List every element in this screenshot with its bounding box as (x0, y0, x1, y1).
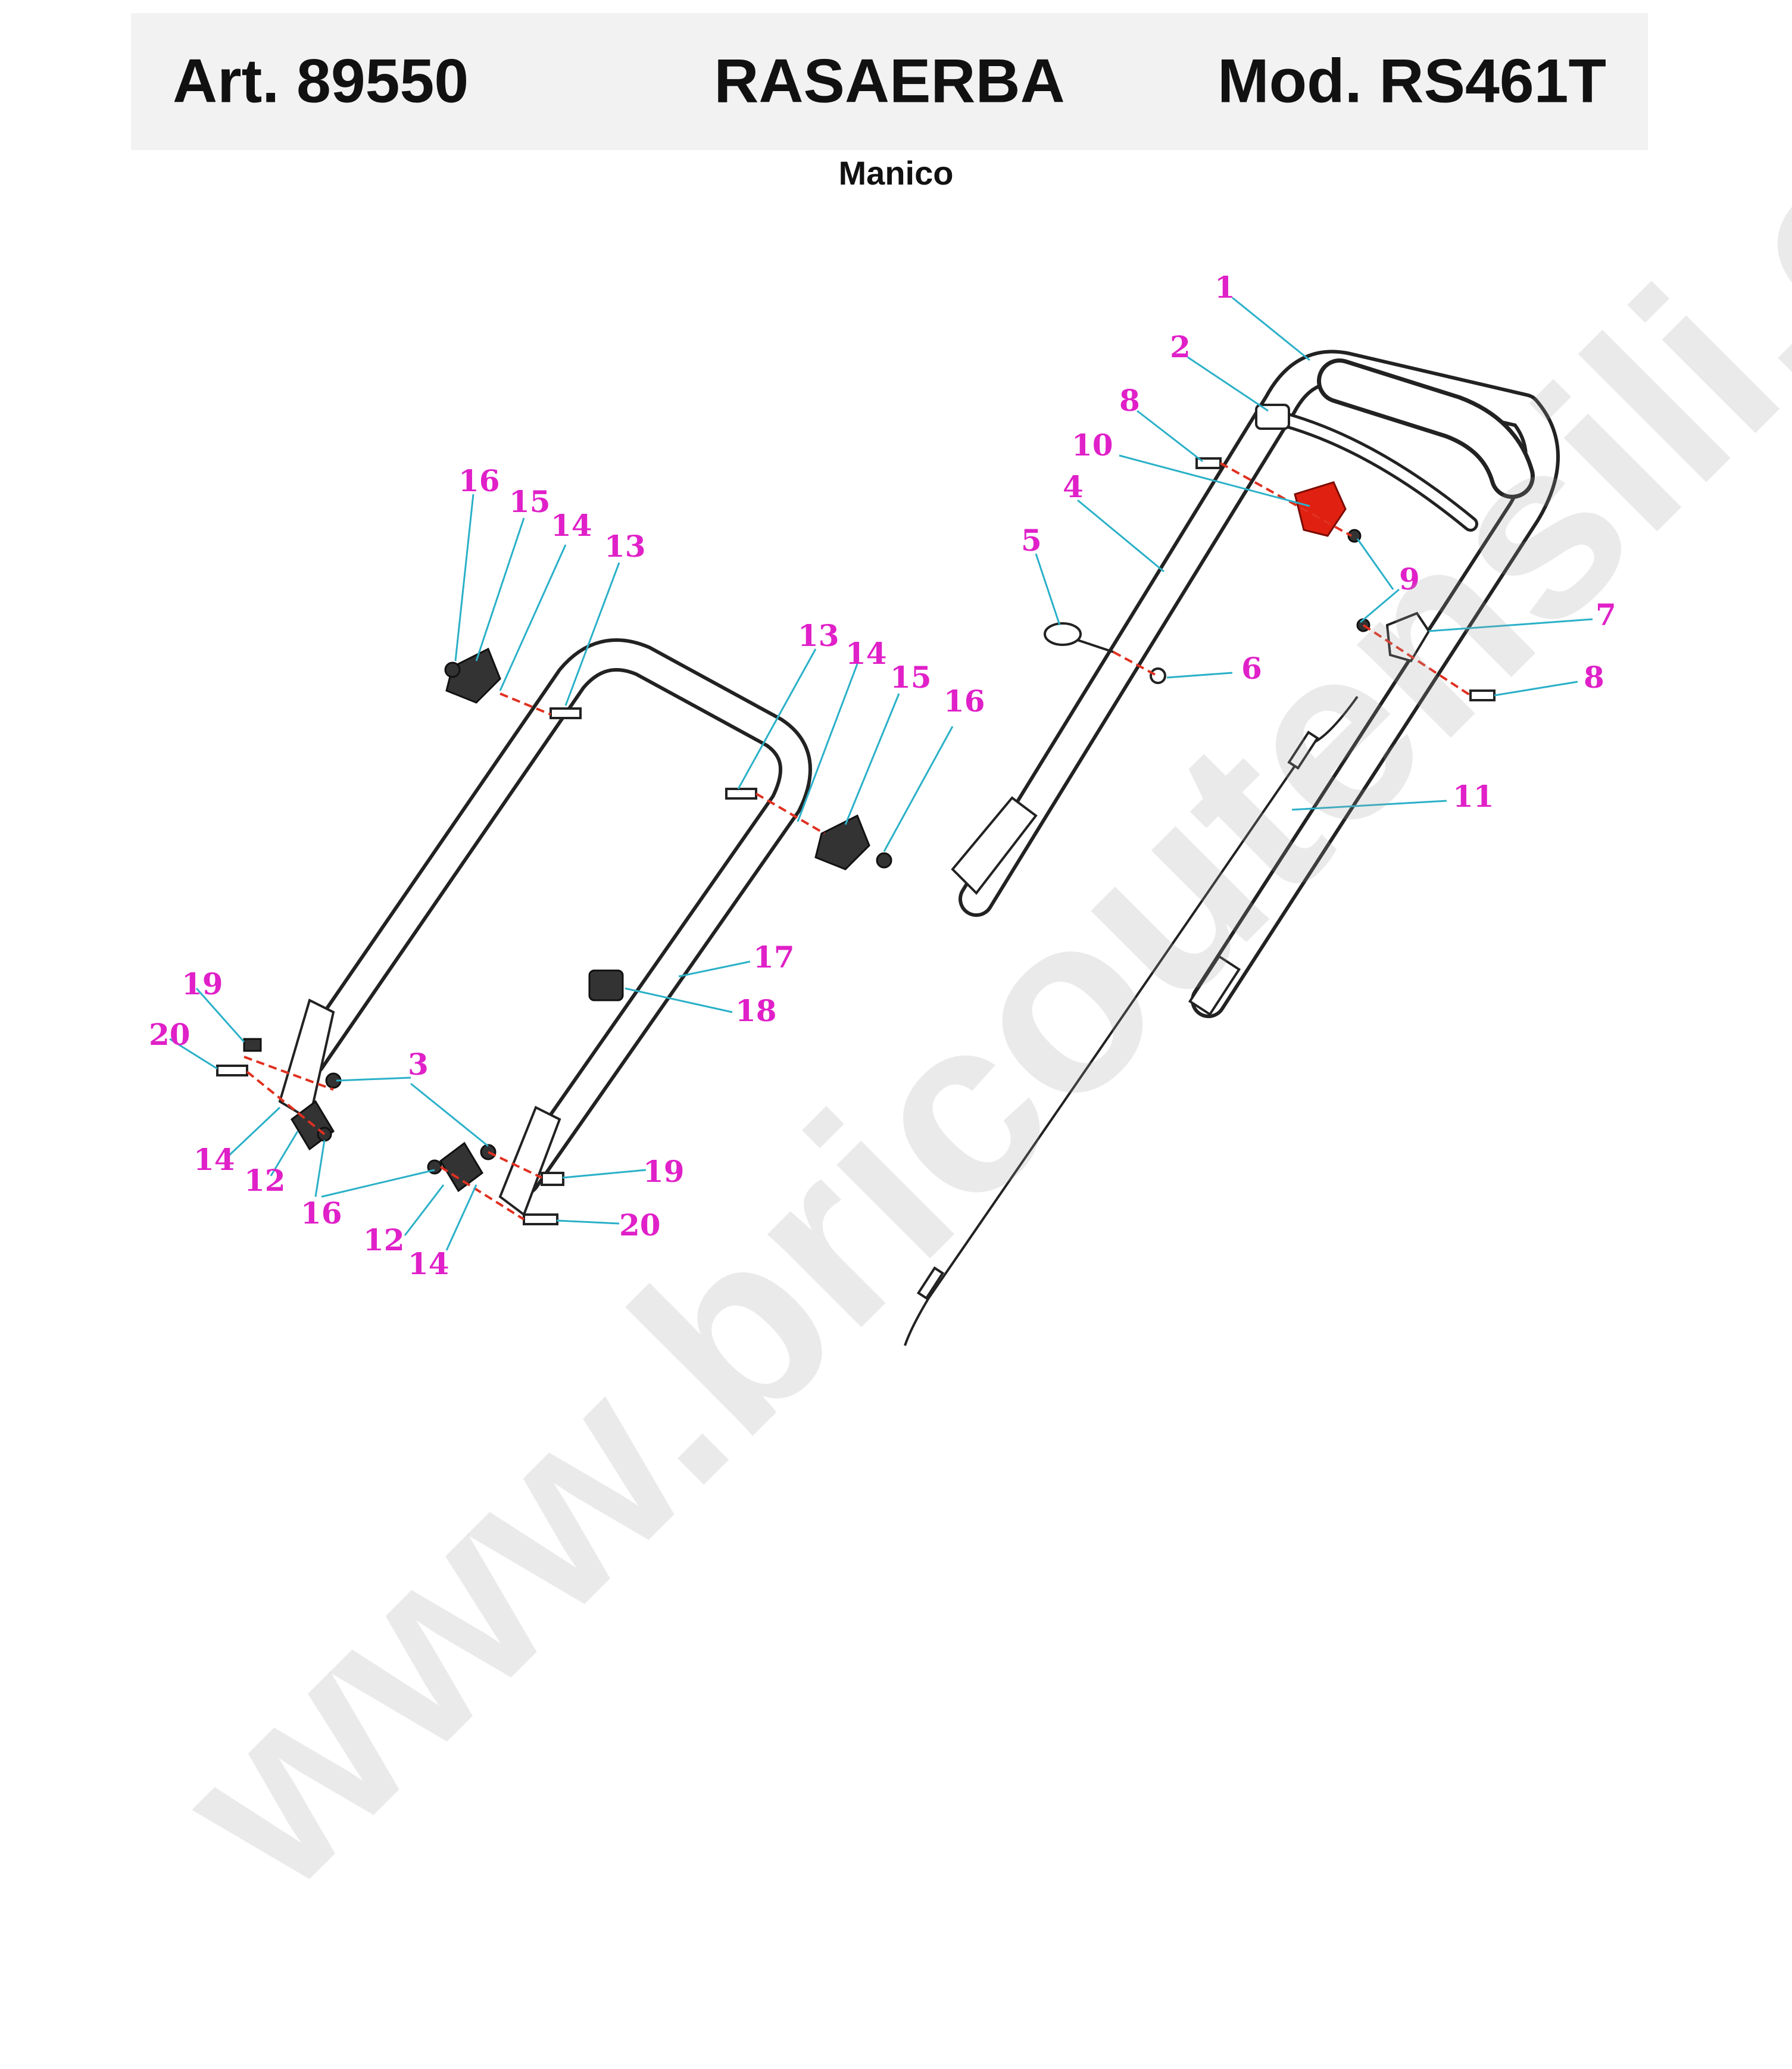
bar-bracket (1255, 404, 1290, 430)
callout-8-side: 8 (1584, 660, 1604, 695)
callout-16-top: 16 (458, 463, 500, 498)
callout-2: 2 (1170, 329, 1191, 364)
callout-19-left: 19 (182, 966, 223, 1001)
callout-8-top: 8 (1119, 383, 1140, 418)
nut-16-right (876, 852, 892, 869)
brake-cable (904, 695, 1359, 1346)
upper-handle-assembly (904, 349, 1560, 1346)
header-bar: Art. 89550 RASAERBA Mod. RS461T (131, 13, 1648, 150)
callout-labels: 1 2 8 10 4 5 9 7 6 8 11 16 15 14 13 13 1… (149, 270, 1616, 1281)
callout-16-right: 16 (944, 684, 985, 719)
cable-guide-cap (588, 969, 624, 1001)
callout-17: 17 (753, 940, 795, 975)
callout-1: 1 (1215, 270, 1235, 305)
callout-13-top: 13 (604, 529, 646, 564)
lower-handle-assembly (216, 638, 892, 1225)
leg-clip (951, 796, 1038, 895)
nut-6 (1150, 667, 1166, 684)
knob-left (445, 647, 501, 704)
model-number: Mod. RS461T (1217, 46, 1606, 116)
bolt-13-right (725, 788, 757, 800)
bolt-19-right (541, 1172, 564, 1186)
lower-handle-tube-inner (296, 642, 808, 1192)
control-lever (1294, 481, 1347, 537)
callout-12-left: 12 (244, 1163, 286, 1198)
callout-4: 4 (1063, 469, 1084, 504)
callout-5: 5 (1021, 523, 1042, 558)
foam-grip-inner (1321, 363, 1531, 495)
callout-7: 7 (1596, 597, 1616, 632)
bolt-19-left (243, 1038, 262, 1052)
callout-14-br: 14 (408, 1246, 449, 1281)
axis-8-side (1362, 624, 1472, 697)
bolt-8-side (1469, 689, 1496, 701)
clamp-lever-right (439, 1141, 483, 1193)
control-bar-inner (1269, 412, 1475, 529)
upper-handle-tube-inner (962, 353, 1556, 1015)
section-title: Manico (838, 154, 954, 192)
knob-right (814, 814, 870, 870)
callout-12-right: 12 (363, 1222, 405, 1257)
axis-13-left (499, 692, 551, 716)
axis-19-20-left (243, 1056, 334, 1091)
callout-14-right: 14 (845, 636, 887, 671)
callout-14-top: 14 (551, 508, 592, 543)
callout-16-bottom: 16 (301, 1196, 342, 1231)
callout-14-bl: 14 (193, 1142, 235, 1177)
right-bracket (498, 1106, 561, 1217)
callout-15-right: 15 (890, 660, 932, 695)
callout-3: 3 (408, 1047, 429, 1082)
axis-19-20-left-b (246, 1071, 326, 1135)
cable-ferrule (1287, 731, 1319, 770)
axis-5-6 (1113, 651, 1156, 676)
callout-19-right: 19 (643, 1154, 685, 1189)
callout-10: 10 (1072, 427, 1113, 463)
eyebolt-ring (1044, 622, 1082, 646)
leader-lines (169, 297, 1593, 1251)
callout-18: 18 (735, 993, 777, 1028)
bolt-13-left (550, 707, 582, 719)
axis-13-right (755, 792, 826, 835)
eyebolt-shank (1077, 639, 1114, 653)
product-name: RASAERBA (714, 46, 1065, 116)
callout-20-right: 20 (619, 1207, 661, 1243)
callout-11: 11 (1453, 779, 1494, 814)
callout-20-left: 20 (149, 1017, 191, 1052)
bolt-20-right (523, 1213, 558, 1225)
axis-19-20-right (488, 1151, 542, 1179)
callout-13-right: 13 (798, 618, 839, 653)
callout-9: 9 (1399, 561, 1420, 597)
bolt-20-left (216, 1065, 248, 1076)
callout-15-top: 15 (509, 484, 551, 519)
callout-6: 6 (1241, 651, 1262, 686)
axis-8-top (1220, 462, 1352, 537)
lower-leg-end (1188, 954, 1241, 1016)
nut-16-left (444, 661, 461, 678)
article-number: Art. 89550 (173, 46, 469, 116)
axis-19-20-right-b (439, 1166, 525, 1221)
cable-end-ferrule (916, 1266, 945, 1300)
